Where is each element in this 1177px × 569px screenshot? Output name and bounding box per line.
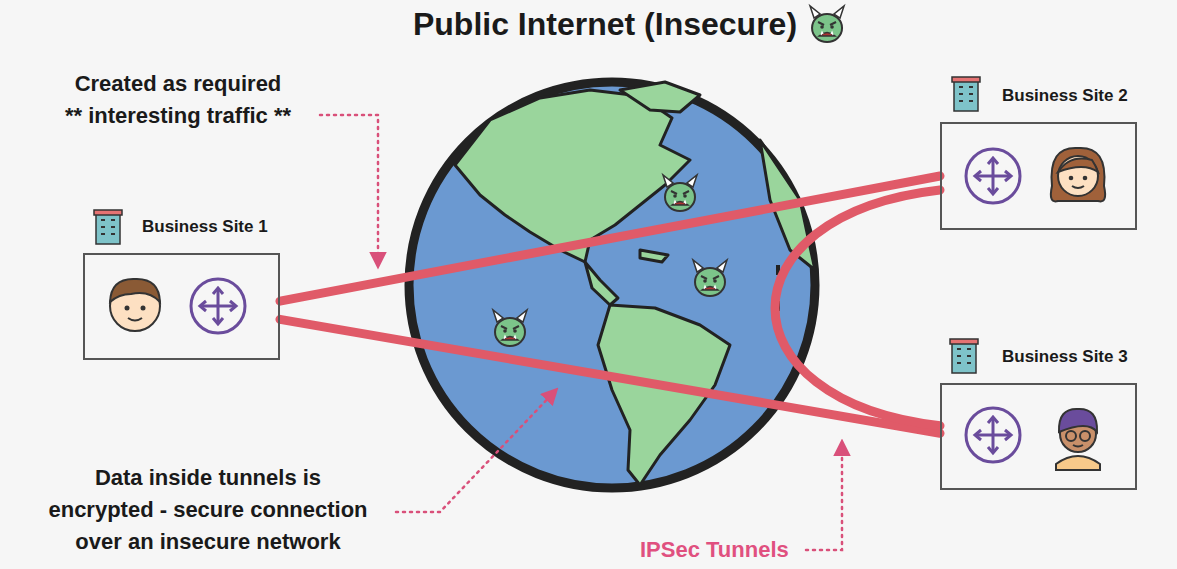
ipsec-tunnel: [775, 190, 940, 426]
trigger-note: Created as required ** interesting traff…: [47, 68, 309, 132]
encryption-note: Data inside tunnels is encrypted - secur…: [32, 462, 384, 558]
site-heading: Business Site 2: [1002, 86, 1128, 106]
title-text: Public Internet (Insecure): [413, 6, 797, 43]
site-box: Business Site 3: [940, 383, 1137, 490]
ipsec-tunnel: [280, 176, 940, 301]
site-heading: Business Site 3: [1002, 347, 1128, 367]
ipsec-tunnel: [280, 319, 940, 433]
site-box: Business Site 1: [83, 253, 280, 360]
tunnel-label: IPSec Tunnels: [640, 534, 789, 566]
site-heading: Business Site 1: [142, 217, 268, 237]
site-box: Business Site 2: [940, 122, 1137, 230]
